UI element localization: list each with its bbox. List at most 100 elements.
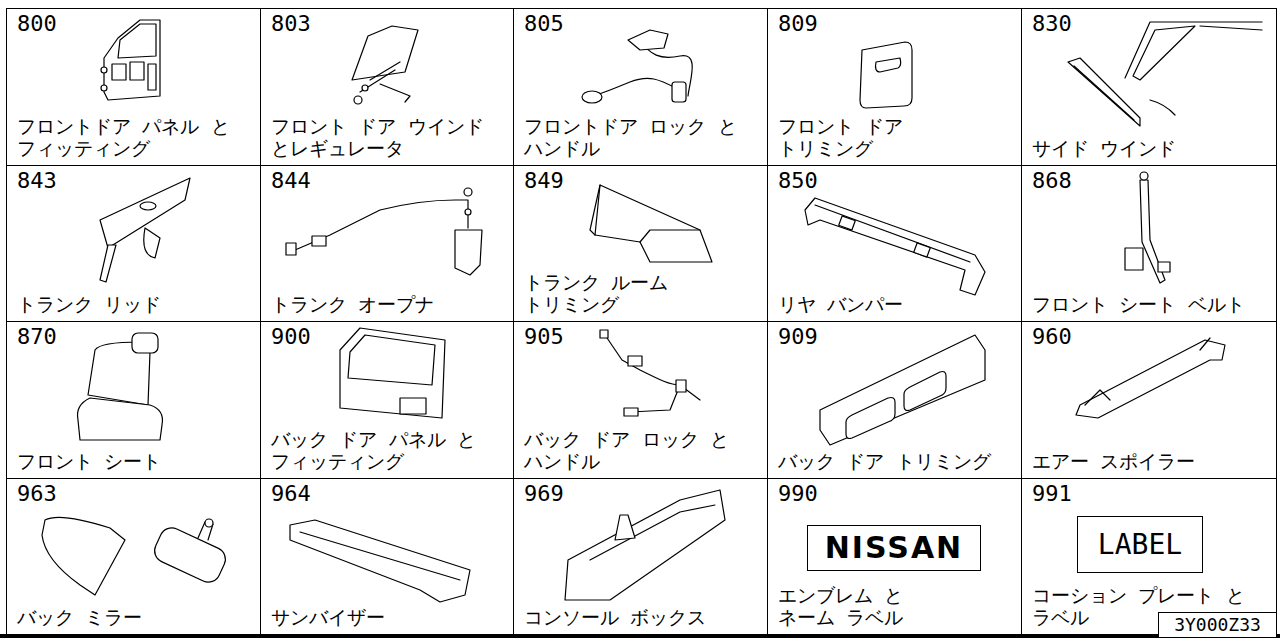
door-lock-handle-part <box>628 30 668 50</box>
trunk-room-trim-part <box>590 185 700 242</box>
side-window-part <box>1125 22 1262 80</box>
section-number: 991 <box>1032 482 1272 506</box>
front-seat-part <box>78 398 163 440</box>
window-regulator-part <box>354 96 362 104</box>
front-door-panel-part <box>101 85 107 91</box>
section-number: 905 <box>524 325 763 349</box>
catalog-cell: 800フロントドア パネル と フィッティング <box>6 8 261 166</box>
catalog-cell: 905 バック ドア ロック と ハンドル <box>513 321 768 479</box>
plate-text: LABEL <box>1098 531 1182 559</box>
catalog-cell: 850リヤ バンパー <box>767 165 1022 322</box>
catalog-cell: 900バック ドア パネル と フィッティング <box>260 321 514 479</box>
back-door-trim <box>820 335 985 445</box>
section-name: フロント シート <box>17 451 256 473</box>
window-regulator-part <box>360 62 410 102</box>
rear-bumper-part <box>914 243 931 257</box>
door-trim-part <box>860 42 912 108</box>
window-regulator-part <box>362 85 368 91</box>
section-number: 803 <box>271 12 509 36</box>
rear-bumper <box>805 198 985 295</box>
section-name: サンバイザー <box>271 607 509 629</box>
catalog-cell: 805 フロントドア ロック と ハンドル <box>513 8 768 166</box>
rear-bumper-part <box>839 216 856 230</box>
catalog-cell: 909 バック ドア トリミング <box>767 321 1022 479</box>
trunk-opener-part <box>312 236 326 246</box>
trunk-opener-part <box>295 200 468 250</box>
rear-bumper-part <box>805 198 985 295</box>
emblem-box: NISSAN <box>807 525 981 571</box>
front-door-panel-part <box>112 64 126 80</box>
sun-visor-part <box>300 532 460 580</box>
catalog-cell: 844トランク オープナ <box>260 165 514 322</box>
catalog-cell: 803フロント ドア ウインド とレギュレータ <box>260 8 514 166</box>
seat-belt-part <box>1158 262 1170 272</box>
air-spoiler <box>1076 338 1225 418</box>
catalog-cell: 830 サイド ウインド <box>1021 8 1277 166</box>
back-door-lock <box>600 330 700 416</box>
trunk-lid-part <box>140 202 156 210</box>
trunk-room-trim <box>590 185 712 262</box>
back-door-lock-part <box>605 335 700 412</box>
back-door-lock-part <box>600 330 608 338</box>
back-door-panel-part <box>400 398 426 414</box>
drawing-code-box: 3Y000Z33 <box>1158 612 1277 638</box>
door-lock-handle-part <box>582 91 602 103</box>
air-spoiler-part <box>1076 340 1225 418</box>
parts-illustrations-part <box>0 20 1280 638</box>
console-box-part <box>590 505 715 560</box>
section-number: 830 <box>1032 12 1272 36</box>
console-box-part <box>615 515 635 540</box>
section-number: 964 <box>271 482 509 506</box>
sun-visor-part <box>290 520 470 602</box>
section-name: フロント シート ベルト <box>1032 294 1272 316</box>
plate-text: NISSAN <box>825 533 963 563</box>
section-name: バック ドア ロック と ハンドル <box>524 429 763 473</box>
sun-visor <box>290 520 470 602</box>
section-number: 849 <box>524 169 763 193</box>
section-name: トランク オープナ <box>271 294 509 316</box>
back-door-trim-part <box>846 398 895 439</box>
seat-belt <box>1125 172 1170 283</box>
section-number: 805 <box>524 12 763 36</box>
console-box-part <box>565 490 725 600</box>
seat-belt-part <box>1125 248 1143 270</box>
label-plate: LABEL <box>1077 516 1203 573</box>
section-name: フロントドア パネル と フィッティング <box>17 116 256 160</box>
trunk-lid-part <box>100 245 116 282</box>
section-number: 969 <box>524 482 763 506</box>
door-lock-handle <box>582 30 692 103</box>
section-number: 909 <box>778 325 1017 349</box>
section-name: バック ドア トリミング <box>778 451 1017 473</box>
trunk-opener-part <box>286 243 296 255</box>
section-name: バック ドア パネル と フィッティング <box>271 429 509 473</box>
seat-belt-part <box>1140 172 1148 180</box>
section-number: 843 <box>17 169 256 193</box>
section-number: 868 <box>1032 169 1272 193</box>
catalog-cell: 964 サンバイザー <box>260 478 514 635</box>
trunk-lid <box>100 178 190 282</box>
section-name: フロントドア ロック と ハンドル <box>524 116 763 160</box>
rear-bumper-part <box>815 205 970 262</box>
side-window <box>1068 22 1262 126</box>
catalog-cell: 990エンブレム と ネーム ラベルNISSAN <box>767 478 1022 635</box>
trunk-opener-part <box>465 209 471 215</box>
section-name: エアー スポイラー <box>1032 451 1272 473</box>
section-number: 870 <box>17 325 256 349</box>
back-mirrors-part <box>205 519 213 527</box>
section-number: 963 <box>17 482 256 506</box>
back-door-panel-part <box>340 328 445 418</box>
catalog-cell: 969 コンソール ボックス <box>513 478 768 635</box>
front-seat <box>78 333 163 440</box>
trunk-opener-part <box>464 188 472 196</box>
door-lock-handle-part <box>672 82 686 102</box>
trunk-opener <box>286 188 482 275</box>
catalog-cell: 870 フロント シート <box>6 321 261 479</box>
catalog-cell: 809フロント ドア トリミング <box>767 8 1022 166</box>
section-name: サイド ウインド <box>1032 138 1272 160</box>
trunk-room-trim-part <box>595 185 712 262</box>
back-door-trim-part <box>904 372 946 411</box>
section-name: コンソール ボックス <box>524 607 763 629</box>
catalog-cell: 849トランク ルーム トリミング <box>513 165 768 322</box>
door-trim-part <box>876 58 901 72</box>
